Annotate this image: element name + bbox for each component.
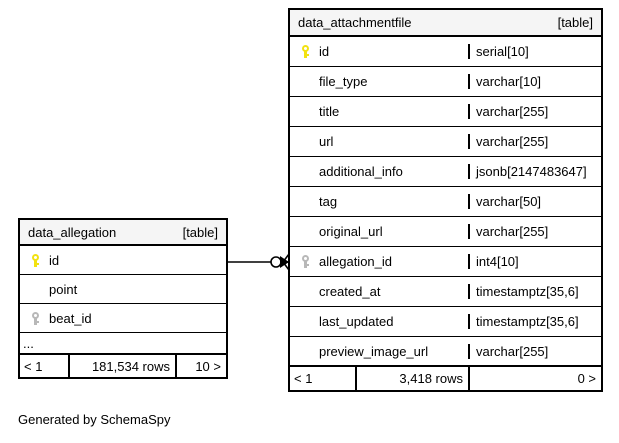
column-cell-name: url	[290, 134, 468, 149]
entity-header-data-allegation: data_allegation [table]	[20, 220, 226, 246]
entity-kind-label: [table]	[557, 15, 593, 30]
column-cell-name: tag	[290, 194, 468, 209]
entity-columns-data-attachmentfile: id serial[10] file_type varchar[10] titl…	[290, 37, 601, 367]
column-cell-name: beat_id	[20, 311, 226, 326]
column-cell-type: timestamptz[35,6]	[468, 284, 601, 299]
column-cell-name: last_updated	[290, 314, 468, 329]
next-page-button[interactable]: 0 >	[468, 367, 601, 390]
column-name: allegation_id	[319, 254, 393, 269]
column-name: original_url	[319, 224, 383, 239]
column-cell-type: varchar[50]	[468, 194, 601, 209]
column-cell-type: serial[10]	[468, 44, 601, 59]
column-cell-name: id	[290, 44, 468, 59]
column-name: title	[319, 104, 340, 119]
next-page-button[interactable]: 10 >	[175, 355, 226, 377]
column-cell-type: varchar[255]	[468, 224, 601, 239]
column-name: url	[319, 134, 334, 149]
table-row[interactable]: additional_info jsonb[2147483647]	[290, 157, 601, 187]
table-row[interactable]: file_type varchar[10]	[290, 67, 601, 97]
column-cell-name: id	[20, 253, 226, 268]
foreign-key-icon	[297, 255, 313, 268]
column-name: created_at	[319, 284, 381, 299]
column-name: preview_image_url	[319, 343, 429, 359]
column-cell-name: ...	[20, 336, 226, 351]
table-row: ...	[20, 333, 226, 355]
table-row[interactable]: created_at timestamptz[35,6]	[290, 277, 601, 307]
column-cell-name: preview_image_url	[290, 344, 468, 359]
column-cell-name: created_at	[290, 284, 468, 299]
column-cell-type: timestamptz[35,6]	[468, 314, 601, 329]
column-cell-name: original_url	[290, 224, 468, 239]
column-name: file_type	[319, 74, 368, 89]
primary-key-icon	[27, 253, 43, 267]
column-name: id	[319, 44, 330, 59]
table-row[interactable]: url varchar[255]	[290, 127, 601, 157]
prev-page-button[interactable]: < 1	[24, 358, 43, 374]
column-cell-name: point	[20, 282, 226, 297]
column-cell-type: varchar[255]	[468, 104, 601, 119]
column-name: tag	[319, 194, 338, 209]
column-cell-name: allegation_id	[290, 254, 468, 269]
table-row[interactable]: point	[20, 275, 226, 304]
table-row[interactable]: id serial[10]	[290, 37, 601, 67]
column-cell-type: varchar[255]	[468, 134, 601, 149]
entity-kind-label: [table]	[182, 224, 218, 240]
column-cell-type: varchar[255]	[468, 343, 601, 359]
column-name: beat_id	[49, 310, 92, 326]
table-row[interactable]: allegation_id int4[10]	[290, 247, 601, 277]
column-name-ellipsis: ...	[23, 335, 34, 351]
foreign-key-icon	[27, 311, 43, 325]
entity-columns-data-allegation: id point beat_id ...	[20, 246, 226, 355]
column-cell-name: title	[290, 104, 468, 119]
table-row[interactable]: tag varchar[50]	[290, 187, 601, 217]
column-name: last_updated	[319, 314, 394, 329]
table-row[interactable]: last_updated timestamptz[35,6]	[290, 307, 601, 337]
generated-by-caption: Generated by SchemaSpy	[18, 412, 171, 427]
row-count-label: 3,418 rows	[355, 367, 468, 390]
row-count-label: 181,534 rows	[68, 355, 175, 377]
column-name: point	[49, 281, 78, 297]
entity-title: data_allegation	[28, 224, 117, 240]
table-row[interactable]: preview_image_url varchar[255]	[290, 337, 601, 367]
entity-footer-data-allegation: < 1 181,534 rows 10 >	[20, 355, 226, 377]
entity-header-data-attachmentfile: data_attachmentfile [table]	[290, 10, 601, 37]
column-cell-type: int4[10]	[468, 254, 601, 269]
entity-title: data_attachmentfile	[298, 15, 412, 30]
entity-data-allegation[interactable]: data_allegation [table] id point	[18, 218, 228, 379]
column-cell-name: file_type	[290, 74, 468, 89]
table-row[interactable]: beat_id	[20, 304, 226, 333]
column-cell-name: additional_info	[290, 164, 468, 179]
primary-key-icon	[297, 45, 313, 58]
prev-page-button[interactable]: < 1	[294, 371, 313, 386]
table-row[interactable]: title varchar[255]	[290, 97, 601, 127]
table-row[interactable]: original_url varchar[255]	[290, 217, 601, 247]
column-name: id	[49, 252, 60, 268]
entity-data-attachmentfile[interactable]: data_attachmentfile [table] id serial[10…	[288, 8, 603, 392]
entity-footer-data-attachmentfile: < 1 3,418 rows 0 >	[290, 367, 601, 390]
column-cell-type: jsonb[2147483647]	[468, 164, 601, 179]
column-cell-type: varchar[10]	[468, 74, 601, 89]
table-row[interactable]: id	[20, 246, 226, 275]
column-name: additional_info	[319, 164, 403, 179]
